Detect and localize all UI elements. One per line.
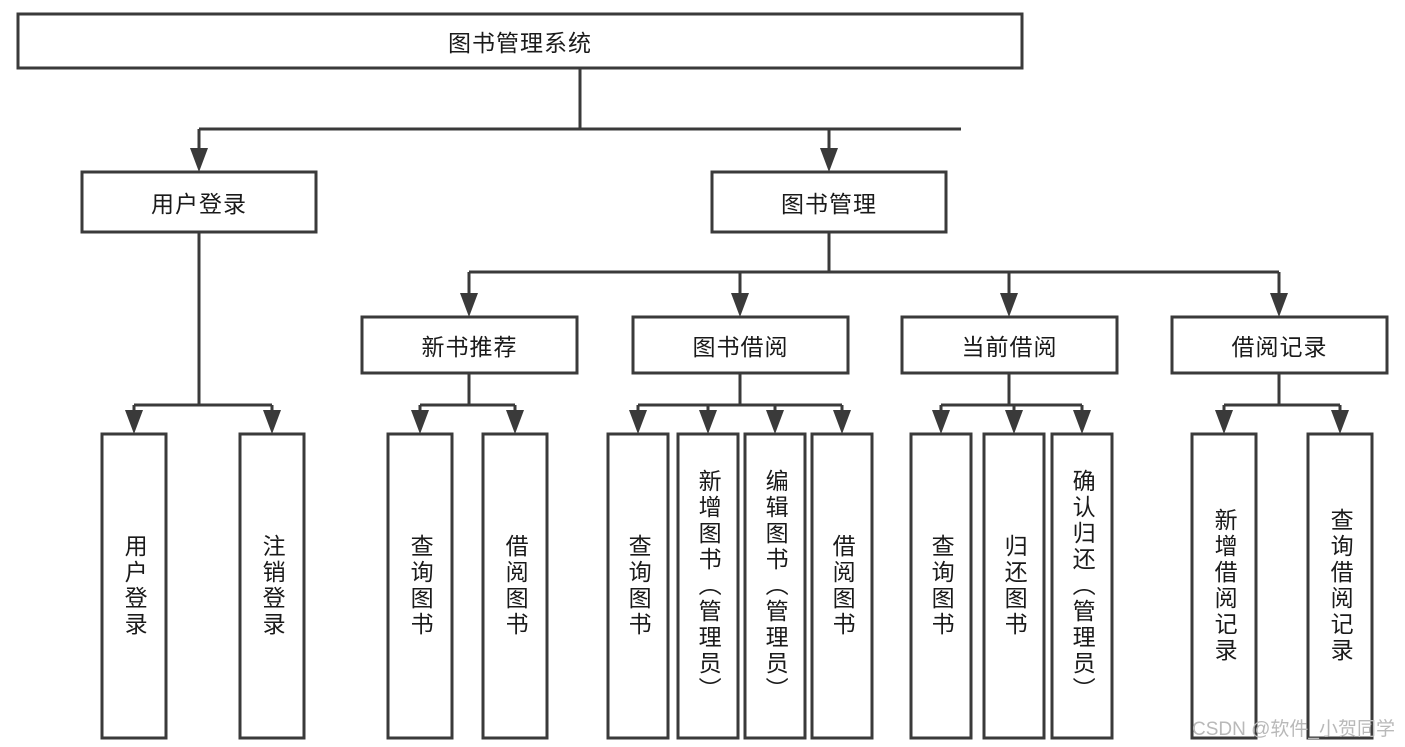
arrow-head-icon: [1331, 410, 1349, 434]
node-box-borrow-record[interactable]: [1170, 315, 1389, 375]
arrow-head-icon: [699, 410, 717, 434]
connector-root-to-level2: [190, 68, 961, 172]
connector-borrow-record-to-leaves: [1215, 373, 1349, 434]
node-box-leaf-query-book-1[interactable]: [386, 432, 454, 740]
node-box-leaf-edit-book[interactable]: [743, 432, 807, 740]
arrow-head-icon: [731, 293, 749, 317]
arrow-head-icon: [190, 148, 208, 172]
node-box-book-manage[interactable]: [710, 170, 948, 234]
node-box-leaf-query-book-2[interactable]: [606, 432, 670, 740]
arrow-head-icon: [506, 410, 524, 434]
arrow-head-icon: [1000, 293, 1018, 317]
node-box-leaf-logout[interactable]: [238, 432, 306, 740]
node-box-leaf-return-book[interactable]: [982, 432, 1046, 740]
node-box-leaf-user-login[interactable]: [100, 432, 168, 740]
connector-book-borrow-to-leaves: [629, 373, 851, 434]
node-box-leaf-query-record[interactable]: [1306, 432, 1374, 740]
node-box-leaf-add-book[interactable]: [676, 432, 740, 740]
node-box-leaf-query-book-3[interactable]: [909, 432, 973, 740]
node-box-current-borrow[interactable]: [900, 315, 1119, 375]
arrow-head-icon: [1270, 293, 1288, 317]
node-box-leaf-confirm-return[interactable]: [1050, 432, 1114, 740]
node-box-leaf-add-record[interactable]: [1190, 432, 1258, 740]
connector-current-borrow-to-leaves: [932, 373, 1091, 434]
node-box-root[interactable]: [16, 12, 1024, 70]
arrow-head-icon: [833, 410, 851, 434]
arrow-head-icon: [263, 410, 281, 434]
connector-new-book-recommend-to-leaves: [411, 373, 524, 434]
arrow-head-icon: [1005, 410, 1023, 434]
arrow-head-icon: [1073, 410, 1091, 434]
node-box-user-login[interactable]: [80, 170, 318, 234]
arrow-head-icon: [411, 410, 429, 434]
arrow-head-icon: [932, 410, 950, 434]
connector-book-manage-to-level3: [460, 232, 1288, 317]
node-box-leaf-borrow-book-1[interactable]: [481, 432, 549, 740]
arrow-head-icon: [125, 410, 143, 434]
node-box-leaf-borrow-book-2[interactable]: [810, 432, 874, 740]
arrow-head-icon: [460, 293, 478, 317]
arrow-head-icon: [766, 410, 784, 434]
arrow-head-icon: [1215, 410, 1233, 434]
node-box-new-book-recommend[interactable]: [360, 315, 579, 375]
connector-user-login-to-leaves: [125, 232, 281, 434]
csdn-watermark: CSDN @软件_小贺同学: [1192, 719, 1395, 740]
arrow-head-icon: [820, 148, 838, 172]
node-box-book-borrow[interactable]: [631, 315, 850, 375]
arrow-head-icon: [629, 410, 647, 434]
